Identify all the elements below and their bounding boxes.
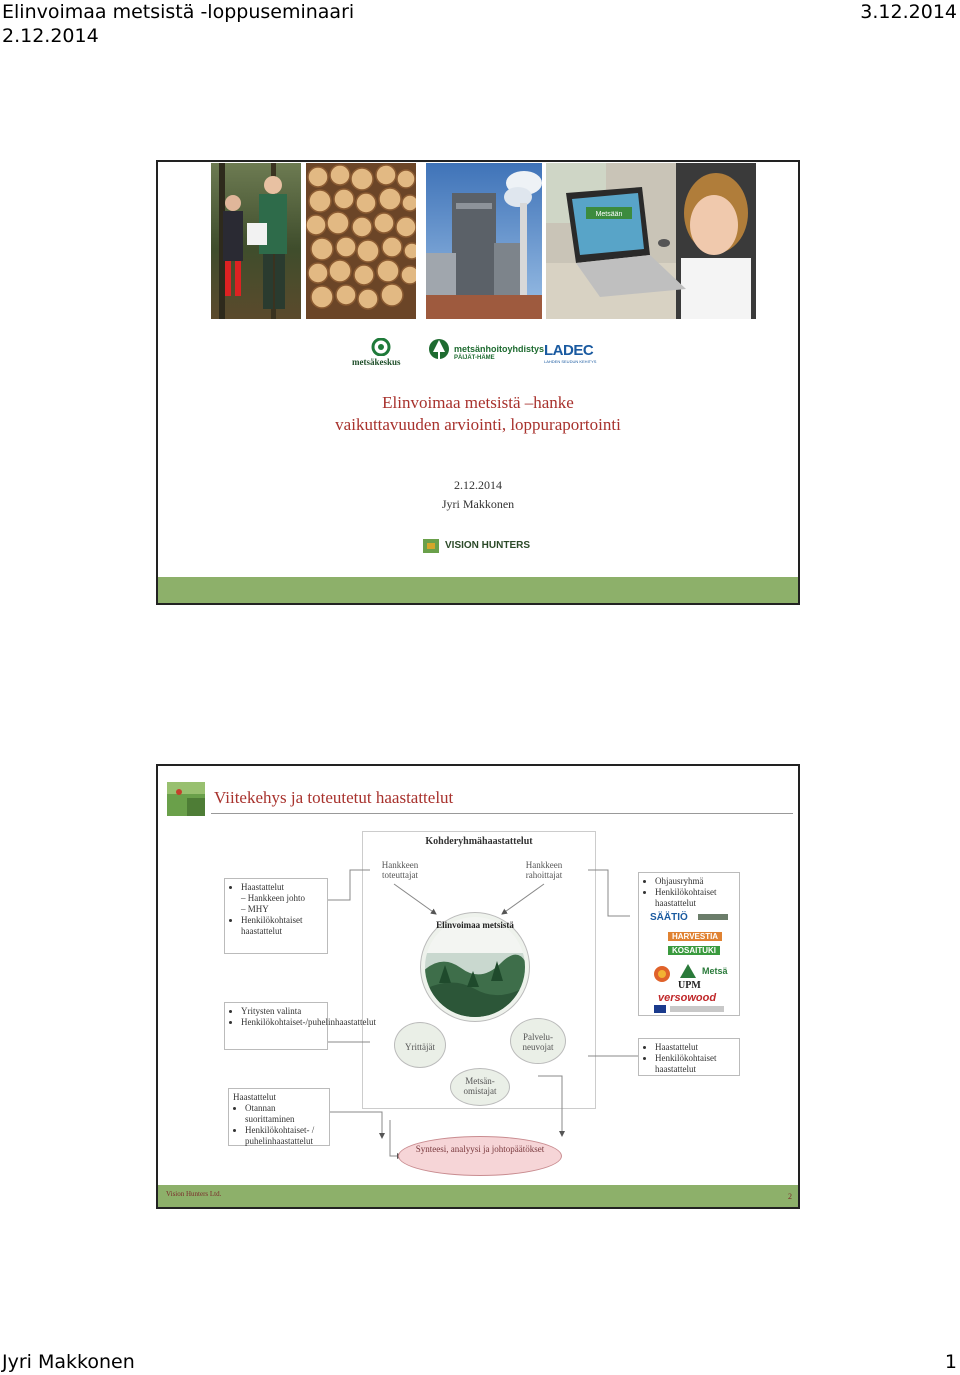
box-item: Haastattelut xyxy=(241,882,323,893)
vision-hunters-logo-text: VISION HUNTERS xyxy=(445,540,531,551)
print-date: 3.12.2014 xyxy=(860,1,957,23)
metsa-logo: Metsä xyxy=(702,966,728,976)
slide2-page-number: 2 xyxy=(788,1192,792,1201)
plant-illustration xyxy=(426,163,542,319)
slide1-author: Jyri Makkonen xyxy=(441,497,515,511)
metsakeskus-logo: metsäkeskus xyxy=(350,338,412,368)
vision-hunters-logo: VISION HUNTERS xyxy=(423,537,543,557)
kosaituki-logo: KOSAITUKI xyxy=(668,946,720,955)
center-circle xyxy=(420,912,530,1022)
box-heading: Haastattelut xyxy=(233,1092,276,1102)
harvestia-logo: HARVESTIA xyxy=(668,932,723,941)
box-steering-group: Ohjausryhmä Henkilökohtaiset haastattelu… xyxy=(638,872,740,1016)
versowood-logo: versowood xyxy=(658,992,717,1004)
box-item: Henkilökohtaiset- / puhelinhaastattelut xyxy=(245,1125,325,1147)
document-date: 2.12.2014 xyxy=(2,25,99,47)
node-forest-owners-bubble xyxy=(450,1068,510,1106)
box-management-interviews: Haastattelut – Hankkeen johto – MHY Henk… xyxy=(224,878,328,954)
people-illustration xyxy=(219,163,287,319)
node-project-implementers: Hankkeen toteuttajat xyxy=(381,860,419,880)
metsakeskus-logo-text: metsäkeskus xyxy=(352,357,401,367)
box-item: Henkilökohtaiset haastattelut xyxy=(655,887,735,909)
slide-1: Metsään metsäkeskus metsänhoitoyhdistys … xyxy=(156,160,800,605)
slide2-footer-company: Vision Hunters Ltd. xyxy=(166,1190,222,1198)
photo-log-pile xyxy=(306,163,416,319)
slide1-title-line2: vaikuttavuuden arviointi, loppuraportoin… xyxy=(335,415,621,434)
node-project-funders: Hankkeen rahoittajat xyxy=(525,860,563,880)
sun-logo-icon xyxy=(654,966,670,982)
eu-text-mark xyxy=(670,1006,724,1012)
ladec-logo-subtext: LAHDEN SEUDUN KEHITYS xyxy=(544,359,597,364)
footer-author: Jyri Makkonen xyxy=(2,1351,135,1373)
mhy-logo-subtext: PÄIJÄT-HÄME xyxy=(454,355,495,361)
slide2-title: Viitekehys ja toteutetut haastattelut xyxy=(214,788,454,807)
box-subitem-text: Hankkeen johto xyxy=(247,893,305,903)
box-item: Henkilökohtaiset haastattelut xyxy=(655,1053,735,1075)
target-group-label: Kohderyhmähaastattelut xyxy=(425,836,533,847)
slide1-meta: 2.12.2014 Jyri Makkonen xyxy=(158,476,798,514)
mhy-logo-text: metsänhoitoyhdistys xyxy=(454,344,545,354)
logs-illustration xyxy=(306,163,416,319)
slide1-title-line1: Elinvoimaa metsistä –hanke xyxy=(382,393,574,412)
box-item: Yritysten valinta xyxy=(241,1006,323,1017)
footer-page-number: 1 xyxy=(944,1351,957,1373)
vision-hunters-emblem-icon xyxy=(423,539,439,553)
slide1-title: Elinvoimaa metsistä –hanke vaikuttavuude… xyxy=(158,392,798,436)
box-item: Otannan suorittaminen xyxy=(245,1103,325,1125)
box-item: Henkilökohtaiset-/puhelinhaastattelut xyxy=(241,1017,376,1028)
sponsor-logo-mark xyxy=(698,914,728,920)
metsakeskus-emblem-icon xyxy=(371,338,391,356)
slide-2: Viitekehys ja toteutetut haastattelut Ko… xyxy=(156,764,800,1209)
laptop-screen-text: Metsään xyxy=(596,211,623,218)
forest-illustration xyxy=(425,917,525,1017)
node-advisors-bubble xyxy=(510,1018,566,1064)
box-item: Henkilökohtaiset haastattelut xyxy=(241,915,323,937)
photo-woman-laptop: Metsään xyxy=(546,163,756,319)
photo-power-plant xyxy=(426,163,542,319)
synthesis-label: Synteesi, analyysi ja johtopäätökset xyxy=(415,1144,545,1154)
synthesis-ellipse xyxy=(398,1136,562,1176)
node-entrepreneurs-bubble xyxy=(394,1022,446,1068)
photo-forest-people xyxy=(211,163,301,319)
center-label: Elinvoimaa metsistä xyxy=(436,920,514,930)
box-item: Haastattelut xyxy=(655,1042,735,1053)
box-item: Ohjausryhmä xyxy=(655,876,735,887)
upm-logo: UPM xyxy=(678,980,701,991)
eu-flag-icon xyxy=(654,1005,666,1013)
target-group-frame xyxy=(362,831,596,1109)
node-service-advisors: Palvelu-neuvojat xyxy=(522,1032,554,1052)
mhy-tree-icon xyxy=(429,339,449,362)
slide-title-emblem-icon xyxy=(167,782,205,816)
node-forest-owners: Metsän-omistajat xyxy=(463,1076,497,1096)
box-company-selection: Yritysten valinta Henkilökohtaiset-/puhe… xyxy=(224,1002,376,1050)
ladec-logo: LADEC LAHDEN SEUDUN KEHITYS xyxy=(544,342,604,368)
saatio-logo: SÄÄTIÖ xyxy=(650,912,688,923)
box-subitem: – Hankkeen johto xyxy=(241,893,305,903)
document-title: Elinvoimaa metsistä -loppuseminaari xyxy=(2,1,355,23)
slide2-footer-bar xyxy=(158,1185,798,1207)
box-advisor-interviews: Haastattelut Henkilökohtaiset haastattel… xyxy=(638,1038,740,1076)
box-subitem-text: MHY xyxy=(247,904,269,914)
upm-griffin-icon xyxy=(680,964,696,978)
node-entrepreneurs: Yrittäjät xyxy=(405,1042,435,1052)
title-divider xyxy=(211,813,793,814)
ladec-logo-text: LADEC xyxy=(544,342,594,359)
slide1-date: 2.12.2014 xyxy=(454,478,502,492)
mhy-logo: metsänhoitoyhdistys PÄIJÄT-HÄME xyxy=(428,336,544,368)
laptop-illustration: Metsään xyxy=(546,163,756,319)
box-subitem: – MHY xyxy=(241,904,269,914)
slide1-footer-bar xyxy=(158,577,798,603)
box-sampling: Haastattelut Otannan suorittaminen Henki… xyxy=(228,1088,330,1146)
